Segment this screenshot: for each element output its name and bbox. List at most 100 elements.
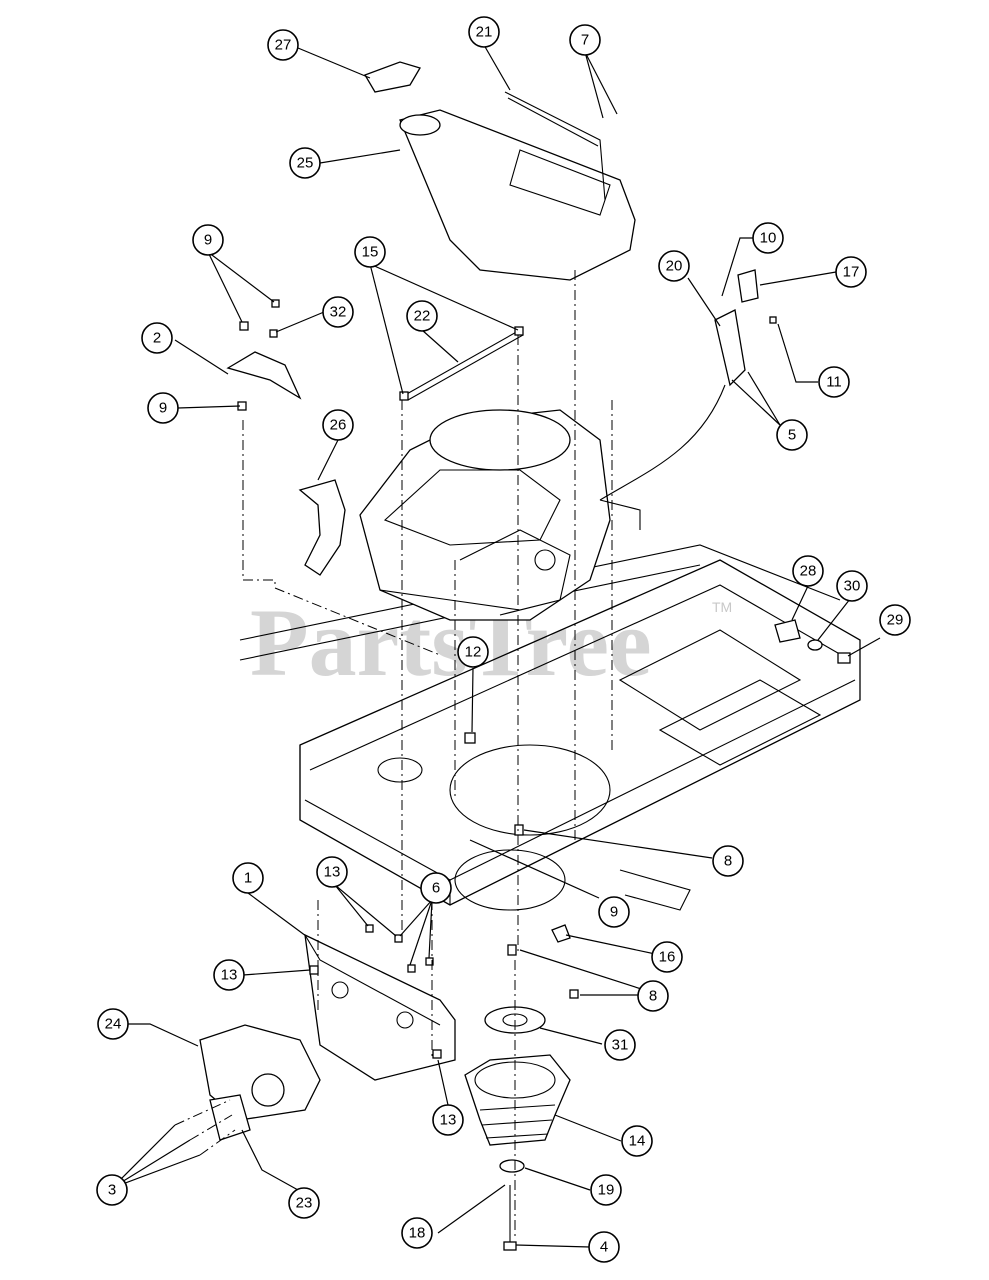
callout-30[interactable]: 30 [836, 570, 868, 602]
callout-12[interactable]: 12 [457, 636, 489, 668]
rod-22 [404, 329, 521, 396]
bolt-16 [551, 924, 571, 943]
washer-19 [499, 1159, 525, 1173]
svg-text:18: 18 [409, 1225, 426, 1242]
callout-15[interactable]: 15 [354, 236, 386, 268]
svg-text:6: 6 [432, 880, 440, 897]
svg-text:15: 15 [362, 244, 379, 261]
callout-27[interactable]: 27 [267, 29, 299, 61]
svg-text:4: 4 [600, 1239, 608, 1256]
svg-text:1: 1 [244, 870, 252, 887]
callout-23[interactable]: 23 [288, 1187, 320, 1219]
centerline-11 [189, 1114, 233, 1141]
callout-31[interactable]: 31 [604, 1029, 636, 1061]
screw-13b [309, 965, 319, 975]
elbow-26 [298, 479, 346, 576]
svg-text:23: 23 [296, 1195, 313, 1212]
screw-13c [432, 1049, 442, 1059]
svg-text:27: 27 [275, 37, 292, 54]
svg-text:9: 9 [610, 904, 618, 921]
callout-28[interactable]: 28 [792, 555, 824, 587]
callout-26[interactable]: 26 [322, 409, 354, 441]
callout-13-upper[interactable]: 13 [316, 856, 348, 888]
svg-text:13: 13 [221, 967, 238, 984]
engine [359, 409, 641, 621]
bracket-2 [226, 351, 302, 400]
svg-text:17: 17 [843, 264, 860, 281]
svg-text:11: 11 [826, 374, 842, 391]
bolt-8a [514, 824, 524, 836]
callout-10[interactable]: 10 [752, 222, 784, 254]
callout-19[interactable]: 19 [590, 1174, 622, 1206]
callout-20[interactable]: 20 [658, 250, 690, 282]
svg-text:16: 16 [659, 949, 676, 966]
electric-clutch [464, 1054, 571, 1146]
bolt-8b [507, 944, 517, 956]
callout-16[interactable]: 16 [651, 941, 683, 973]
svg-text:3: 3 [108, 1182, 116, 1199]
callout-8-lower[interactable]: 8 [637, 980, 669, 1012]
callout-18[interactable]: 18 [401, 1217, 433, 1249]
mounting-bracket [304, 933, 456, 1081]
svg-text:10: 10 [760, 230, 777, 247]
centerline-12 [199, 1129, 236, 1156]
callout-9[interactable]: 9 [192, 224, 224, 256]
callout-6[interactable]: 6 [420, 872, 452, 904]
callout-21[interactable]: 21 [468, 16, 500, 48]
callout-9-frame[interactable]: 9 [598, 896, 630, 928]
svg-text:19: 19 [598, 1182, 615, 1199]
callout-7[interactable]: 7 [569, 24, 601, 56]
svg-text:26: 26 [330, 417, 347, 434]
callout-8-upper[interactable]: 8 [712, 845, 744, 877]
callout-24[interactable]: 24 [97, 1008, 129, 1040]
bolt-8c [569, 989, 579, 999]
svg-text:32: 32 [330, 304, 347, 321]
svg-text:25: 25 [297, 155, 314, 172]
callout-13-lower[interactable]: 13 [432, 1104, 464, 1136]
svg-text:31: 31 [612, 1037, 629, 1054]
svg-text:8: 8 [724, 853, 732, 870]
screw-6a [394, 934, 403, 943]
svg-text:9: 9 [204, 232, 212, 249]
callout-22[interactable]: 22 [406, 300, 438, 332]
callout-29[interactable]: 29 [879, 604, 911, 636]
callout-14[interactable]: 14 [621, 1125, 653, 1157]
callout-17[interactable]: 17 [835, 256, 867, 288]
callout-9-lower[interactable]: 9 [147, 392, 179, 424]
svg-text:22: 22 [414, 308, 431, 325]
callout-11[interactable]: 11 [818, 366, 850, 398]
callout-3[interactable]: 3 [96, 1174, 128, 1206]
callout-2[interactable]: 2 [141, 322, 173, 354]
svg-text:13: 13 [440, 1112, 457, 1129]
fuel-cap [364, 61, 421, 93]
centerline-1 [242, 420, 441, 656]
muffler [199, 1024, 321, 1141]
svg-text:7: 7 [581, 32, 589, 49]
svg-text:29: 29 [887, 612, 904, 629]
screw-9a [239, 321, 249, 331]
fuel-tank [399, 109, 636, 281]
callout-32[interactable]: 32 [322, 296, 354, 328]
callout-25[interactable]: 25 [289, 147, 321, 179]
nut-15a [399, 391, 409, 401]
svg-text:8: 8 [649, 988, 657, 1005]
callout-1[interactable]: 1 [232, 862, 264, 894]
svg-text:5: 5 [788, 427, 796, 444]
nut-12 [464, 732, 476, 744]
svg-text:28: 28 [800, 563, 817, 580]
svg-text:24: 24 [105, 1016, 122, 1033]
screw-32 [269, 329, 278, 338]
callout-4[interactable]: 4 [588, 1231, 620, 1263]
throttle-lever [599, 269, 777, 501]
svg-text:20: 20 [666, 258, 683, 275]
svg-text:9: 9 [159, 400, 167, 417]
fitting-28 [774, 619, 801, 643]
svg-text:12: 12 [465, 644, 482, 661]
callout-5[interactable]: 5 [776, 419, 808, 451]
svg-text:2: 2 [153, 330, 161, 347]
callout-13-left[interactable]: 13 [213, 959, 245, 991]
fuel-line [504, 91, 606, 201]
cap-29 [837, 652, 851, 664]
screw-13a [365, 924, 374, 933]
